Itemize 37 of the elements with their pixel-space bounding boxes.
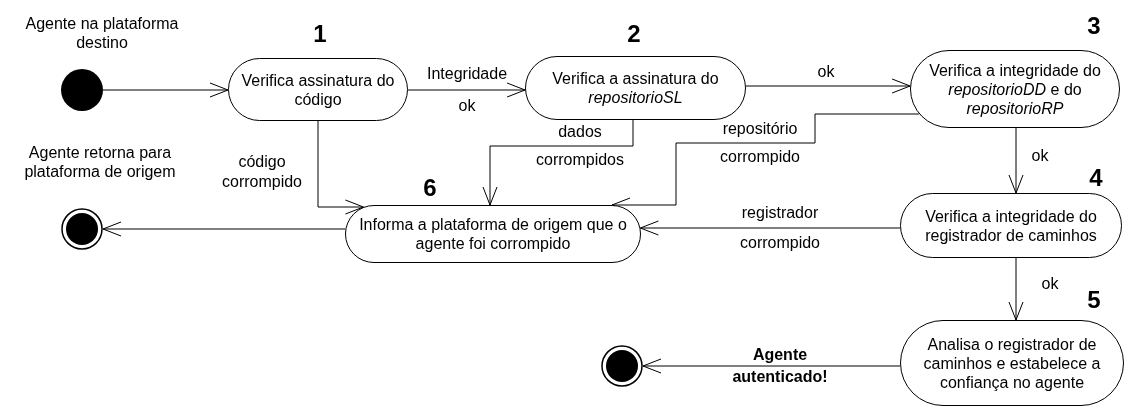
arrow xyxy=(102,82,229,98)
arrow xyxy=(642,358,901,374)
edge-label: Agente autenticado! xyxy=(731,345,829,387)
arrow xyxy=(1008,127,1024,194)
step-number: 1 xyxy=(312,20,328,48)
state-text: Verifica a assinatura do repositorioSL xyxy=(551,69,720,107)
final-state-icon xyxy=(61,208,103,250)
step-number: 3 xyxy=(1086,12,1102,40)
state-text: Verifica a integridade do registrador de caminhos xyxy=(924,206,1098,245)
state-text: Verifica a integridade do repositorioDD e do repositorioRP xyxy=(928,60,1102,118)
final-state-icon xyxy=(601,345,643,387)
arrow xyxy=(317,120,364,215)
step-number: 2 xyxy=(626,20,642,48)
step-number: 5 xyxy=(1086,286,1102,314)
arrow xyxy=(745,78,911,94)
state-text: Informa a plataforma de origem que o agente foi corrompido xyxy=(358,215,628,253)
arrow xyxy=(1008,257,1024,321)
step-number: 6 xyxy=(422,174,438,202)
arrow xyxy=(102,221,346,237)
edge-label: ok xyxy=(817,63,835,81)
state-text: Verifica assinatura do código xyxy=(240,70,396,109)
step-number: 4 xyxy=(1088,164,1104,192)
initial-state-icon xyxy=(61,69,103,111)
state-text: Analisa o registrador de caminhos e estabelece a confiança no agente xyxy=(922,334,1102,392)
arrow xyxy=(639,220,901,236)
edge-label: ok xyxy=(1031,147,1049,165)
edge-label: ok xyxy=(1041,275,1059,293)
edge-label: Integridade ok xyxy=(425,64,509,116)
arrow xyxy=(407,82,526,98)
edge-label: código corrompido xyxy=(221,152,303,192)
state-box xyxy=(345,205,641,263)
state-caption: Agente na plataforma destino xyxy=(24,14,180,52)
arrow xyxy=(482,119,634,206)
edge-label: dados corrompidos xyxy=(535,122,625,170)
edge-label: repositório corrompido xyxy=(719,119,801,167)
edge-label: registrador corrompido xyxy=(739,203,821,253)
state-caption: Agente retorna para plataforma de origem xyxy=(23,143,177,181)
